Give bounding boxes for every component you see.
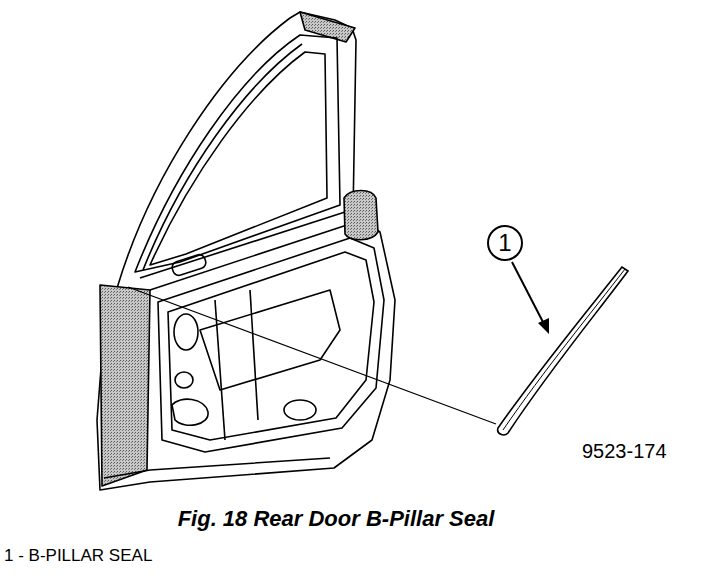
figure-caption: Fig. 18 Rear Door B-Pillar Seal: [178, 506, 495, 532]
callout-circle: 1: [487, 225, 523, 261]
callout-number: 1: [498, 231, 511, 255]
b-pillar-seal: [498, 267, 628, 435]
legend-text: 1 - B-PILLAR SEAL: [4, 546, 152, 566]
figure-code: 9523-174: [582, 440, 667, 463]
